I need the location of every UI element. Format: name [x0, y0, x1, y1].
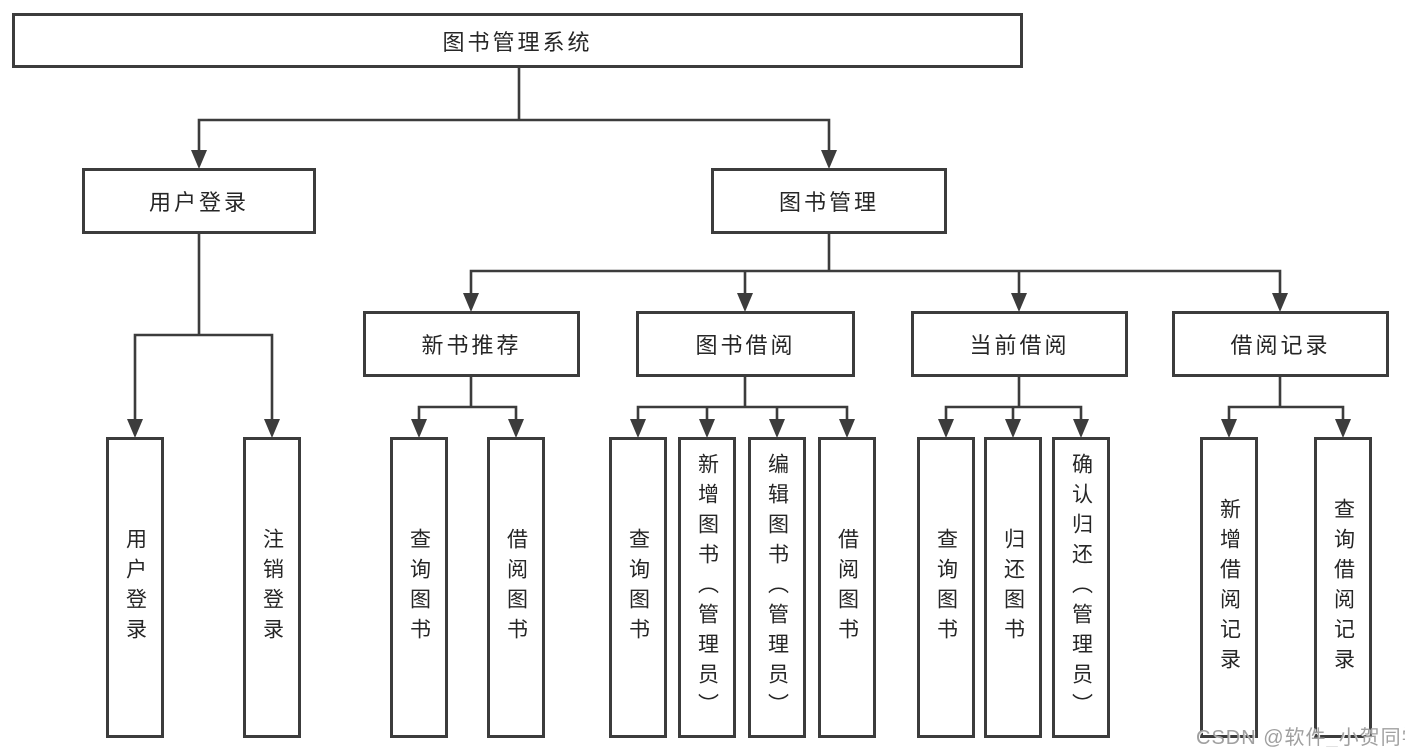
node-label: 查询图书 [407, 527, 431, 648]
node-user-login: 用户登录 [82, 168, 316, 234]
node-label: 当前借阅 [969, 333, 1070, 358]
arrowhead [191, 150, 207, 169]
leaf-rec-borrow-books: 借阅图书 [487, 437, 545, 738]
arrowhead [938, 419, 954, 438]
arrowhead [1221, 419, 1237, 438]
node-borrowing-records: 借阅记录 [1172, 311, 1389, 377]
leaf-bb-borrow-books: 借阅图书 [818, 437, 876, 738]
node-label: 查询借阅记录 [1331, 497, 1355, 678]
connector-user-login-fork [133, 234, 274, 423]
connector-borrow-records-fork [1227, 377, 1345, 423]
node-library-management-system: 图书管理系统 [12, 13, 1023, 68]
arrowhead [1272, 293, 1288, 312]
arrowhead [411, 419, 427, 438]
leaf-cb-return-books: 归还图书 [984, 437, 1042, 738]
node-label: 新增借阅记录 [1217, 497, 1241, 678]
arrowhead [1005, 419, 1021, 438]
node-label: 图书借阅 [695, 333, 796, 358]
leaf-rec-query-books: 查询图书 [390, 437, 448, 738]
arrowhead [1335, 419, 1351, 438]
node-label: 确认归还（管理员） [1069, 452, 1093, 723]
connector-book-borrow-fork [636, 377, 849, 423]
leaf-user-login: 用户登录 [106, 437, 164, 738]
arrowhead [1073, 419, 1089, 438]
arrowhead [699, 419, 715, 438]
arrowhead [769, 419, 785, 438]
arrowhead [630, 419, 646, 438]
arrowhead [463, 293, 479, 312]
node-label: 查询图书 [626, 527, 650, 648]
node-label: 借阅图书 [835, 527, 859, 648]
leaf-br-add-record: 新增借阅记录 [1200, 437, 1258, 738]
node-label: 查询图书 [934, 527, 958, 648]
arrowheads [127, 150, 1351, 438]
arrowhead [737, 293, 753, 312]
node-new-book-recommendation: 新书推荐 [363, 311, 580, 377]
node-label: 新增图书（管理员） [695, 452, 719, 723]
arrowhead [508, 419, 524, 438]
node-label: 借阅图书 [504, 527, 528, 648]
node-label: 编辑图书（管理员） [765, 452, 789, 723]
arrowhead [264, 419, 280, 438]
node-label: 新书推荐 [421, 333, 522, 358]
connector-book-management-fork [469, 234, 1282, 296]
node-label: 图书管理系统 [442, 29, 593, 55]
connector-new-book-fork [417, 377, 518, 423]
leaf-bb-edit-books-admin: 编辑图书（管理员） [748, 437, 806, 738]
arrowhead [839, 419, 855, 438]
leaf-bb-query-books: 查询图书 [609, 437, 667, 738]
leaf-cb-confirm-return-admin: 确认归还（管理员） [1052, 437, 1110, 738]
connector-root-to-level2 [197, 68, 831, 153]
node-label: 注销登录 [260, 527, 284, 648]
node-label: 用户登录 [123, 527, 147, 648]
leaf-br-query-record: 查询借阅记录 [1314, 437, 1372, 738]
arrowhead [821, 150, 837, 169]
leaf-bb-add-books-admin: 新增图书（管理员） [678, 437, 736, 738]
node-label: 借阅记录 [1230, 333, 1331, 358]
csdn-watermark: CSDN @软件_小贺同学 [1196, 727, 1405, 747]
node-label: 归还图书 [1001, 527, 1025, 648]
node-label: 用户登录 [148, 190, 249, 215]
node-current-borrowing: 当前借阅 [911, 311, 1128, 377]
arrowhead [127, 419, 143, 438]
node-book-management: 图书管理 [711, 168, 947, 234]
leaf-logout: 注销登录 [243, 437, 301, 738]
node-book-borrowing: 图书借阅 [636, 311, 855, 377]
leaf-cb-query-books: 查询图书 [917, 437, 975, 738]
arrowhead [1011, 293, 1027, 312]
connector-current-borrow-fork [944, 377, 1083, 423]
node-label: 图书管理 [778, 190, 879, 215]
